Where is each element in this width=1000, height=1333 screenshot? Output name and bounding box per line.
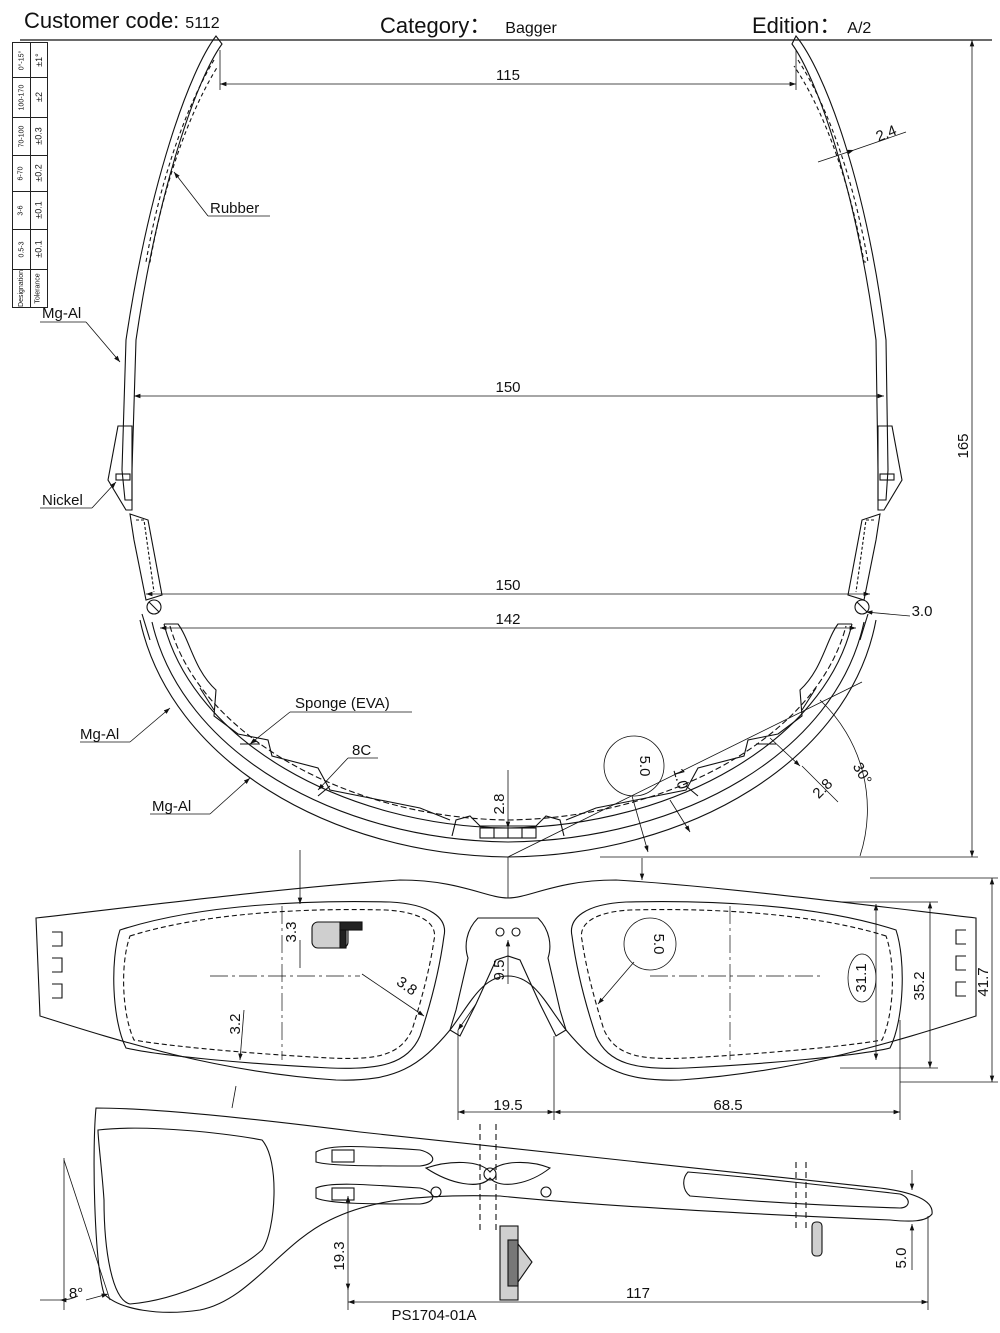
dim-35-2: 35.2 (911, 971, 928, 1000)
tolerance-row: Designation Tolerance (13, 269, 47, 307)
right-screw (854, 599, 870, 615)
left-hinge (107, 425, 133, 511)
left-lens-dash (123, 909, 436, 1059)
dim-3-0: 3.0 (912, 603, 933, 620)
side-outline (93, 1107, 933, 1313)
right-hinge-pin (879, 473, 895, 481)
side-hinge-lower (315, 1183, 434, 1205)
dim-150-front: 150 (495, 577, 520, 594)
dim-142: 142 (495, 611, 520, 628)
customer-code: Customer code: 5112 (24, 8, 220, 34)
drawing-number: PS1704-01A (391, 1307, 476, 1324)
dim-117: 117 (626, 1285, 650, 1302)
dim-5-0-top: 5.0 (636, 756, 653, 777)
edition-value: A/2 (847, 20, 872, 37)
right-lens-rim (570, 901, 903, 1069)
front-view (35, 879, 977, 1081)
dim-68-5: 68.5 (713, 1097, 742, 1114)
dim-3-2: 3.2 (227, 1014, 244, 1035)
dim-3-3: 3.3 (283, 922, 300, 943)
customer-code-value: 5112 (185, 15, 220, 32)
left-temple (121, 35, 223, 501)
dim-8-deg: 8° (69, 1285, 83, 1302)
side-view-dimensions (40, 1158, 929, 1310)
label-8c: 8C (352, 742, 371, 759)
dim-5-0-side: 5.0 (893, 1248, 910, 1269)
dim-165: 165 (955, 433, 972, 458)
dim-41-7: 41.7 (975, 967, 992, 996)
dim-150-temple: 150 (495, 379, 520, 396)
label-rubber: Rubber (210, 200, 259, 217)
dim-115: 115 (496, 67, 520, 84)
dim-2-8-center: 2.8 (491, 794, 508, 815)
left-lens-rim (113, 901, 446, 1069)
left-screw (146, 599, 162, 615)
category-label: Category： (380, 13, 492, 38)
label-nickel: Nickel (42, 492, 83, 509)
nose-screw-right (511, 927, 521, 937)
left-rubber (145, 59, 219, 263)
label-mgal-mid: Mg-Al (80, 726, 119, 743)
dim-31-1: 31.1 (853, 963, 870, 992)
right-sponge (565, 623, 852, 821)
label-mgal-top: Mg-Al (42, 305, 81, 322)
right-temple (791, 34, 889, 501)
dim-1-0: 1.0 (669, 767, 691, 792)
customer-code-label: Customer code: (24, 8, 180, 33)
dim-19-5: 19.5 (493, 1097, 522, 1114)
edition-label: Edition： (752, 13, 842, 38)
top-view-dimensions (134, 39, 978, 858)
front-view-dimensions (231, 850, 998, 1120)
side-rubber (683, 1171, 909, 1209)
frame-mid (151, 621, 865, 843)
edition: Edition： A/2 (752, 8, 871, 40)
front-outline (35, 879, 977, 1081)
front-callout-circle (623, 917, 677, 971)
side-vent (424, 1161, 552, 1185)
dim-5-0-front: 5.0 (650, 934, 667, 955)
category: Category： Bagger (380, 8, 557, 40)
label-sponge: Sponge (EVA) (295, 695, 390, 712)
tolerance-table: 0°-15° ±1° 100-170 ±2 70-100 ±0.3 6-70 ±… (12, 42, 48, 308)
nose-pad (449, 917, 567, 1037)
upper-pin (331, 1149, 355, 1163)
left-hinge-pin (115, 473, 131, 481)
label-leaders (40, 171, 412, 815)
side-hinge-upper (315, 1145, 434, 1167)
left-sponge (164, 623, 451, 821)
right-hinge (877, 425, 903, 511)
nose-screw-left (495, 927, 505, 937)
dim-3-8: 3.8 (393, 973, 420, 999)
section-cut-b (811, 1221, 823, 1257)
top-view (107, 34, 903, 858)
right-lens-dash (580, 909, 893, 1059)
side-lens (97, 1127, 275, 1305)
dim-2-4: 2.4 (873, 122, 899, 146)
side-view (93, 1107, 933, 1313)
label-mgal-bottom: Mg-Al (152, 798, 191, 815)
dim-9-5: 9.5 (491, 960, 508, 981)
dim-30-deg: 30° (849, 760, 875, 788)
dim-2-8-side: 2.8 (809, 775, 836, 802)
dim-19-3: 19.3 (331, 1241, 348, 1270)
right-rubber (793, 59, 869, 263)
sponge-callout-circle (603, 735, 665, 797)
section-detail (311, 921, 349, 949)
category-value: Bagger (505, 20, 557, 37)
lower-pin (331, 1187, 355, 1201)
